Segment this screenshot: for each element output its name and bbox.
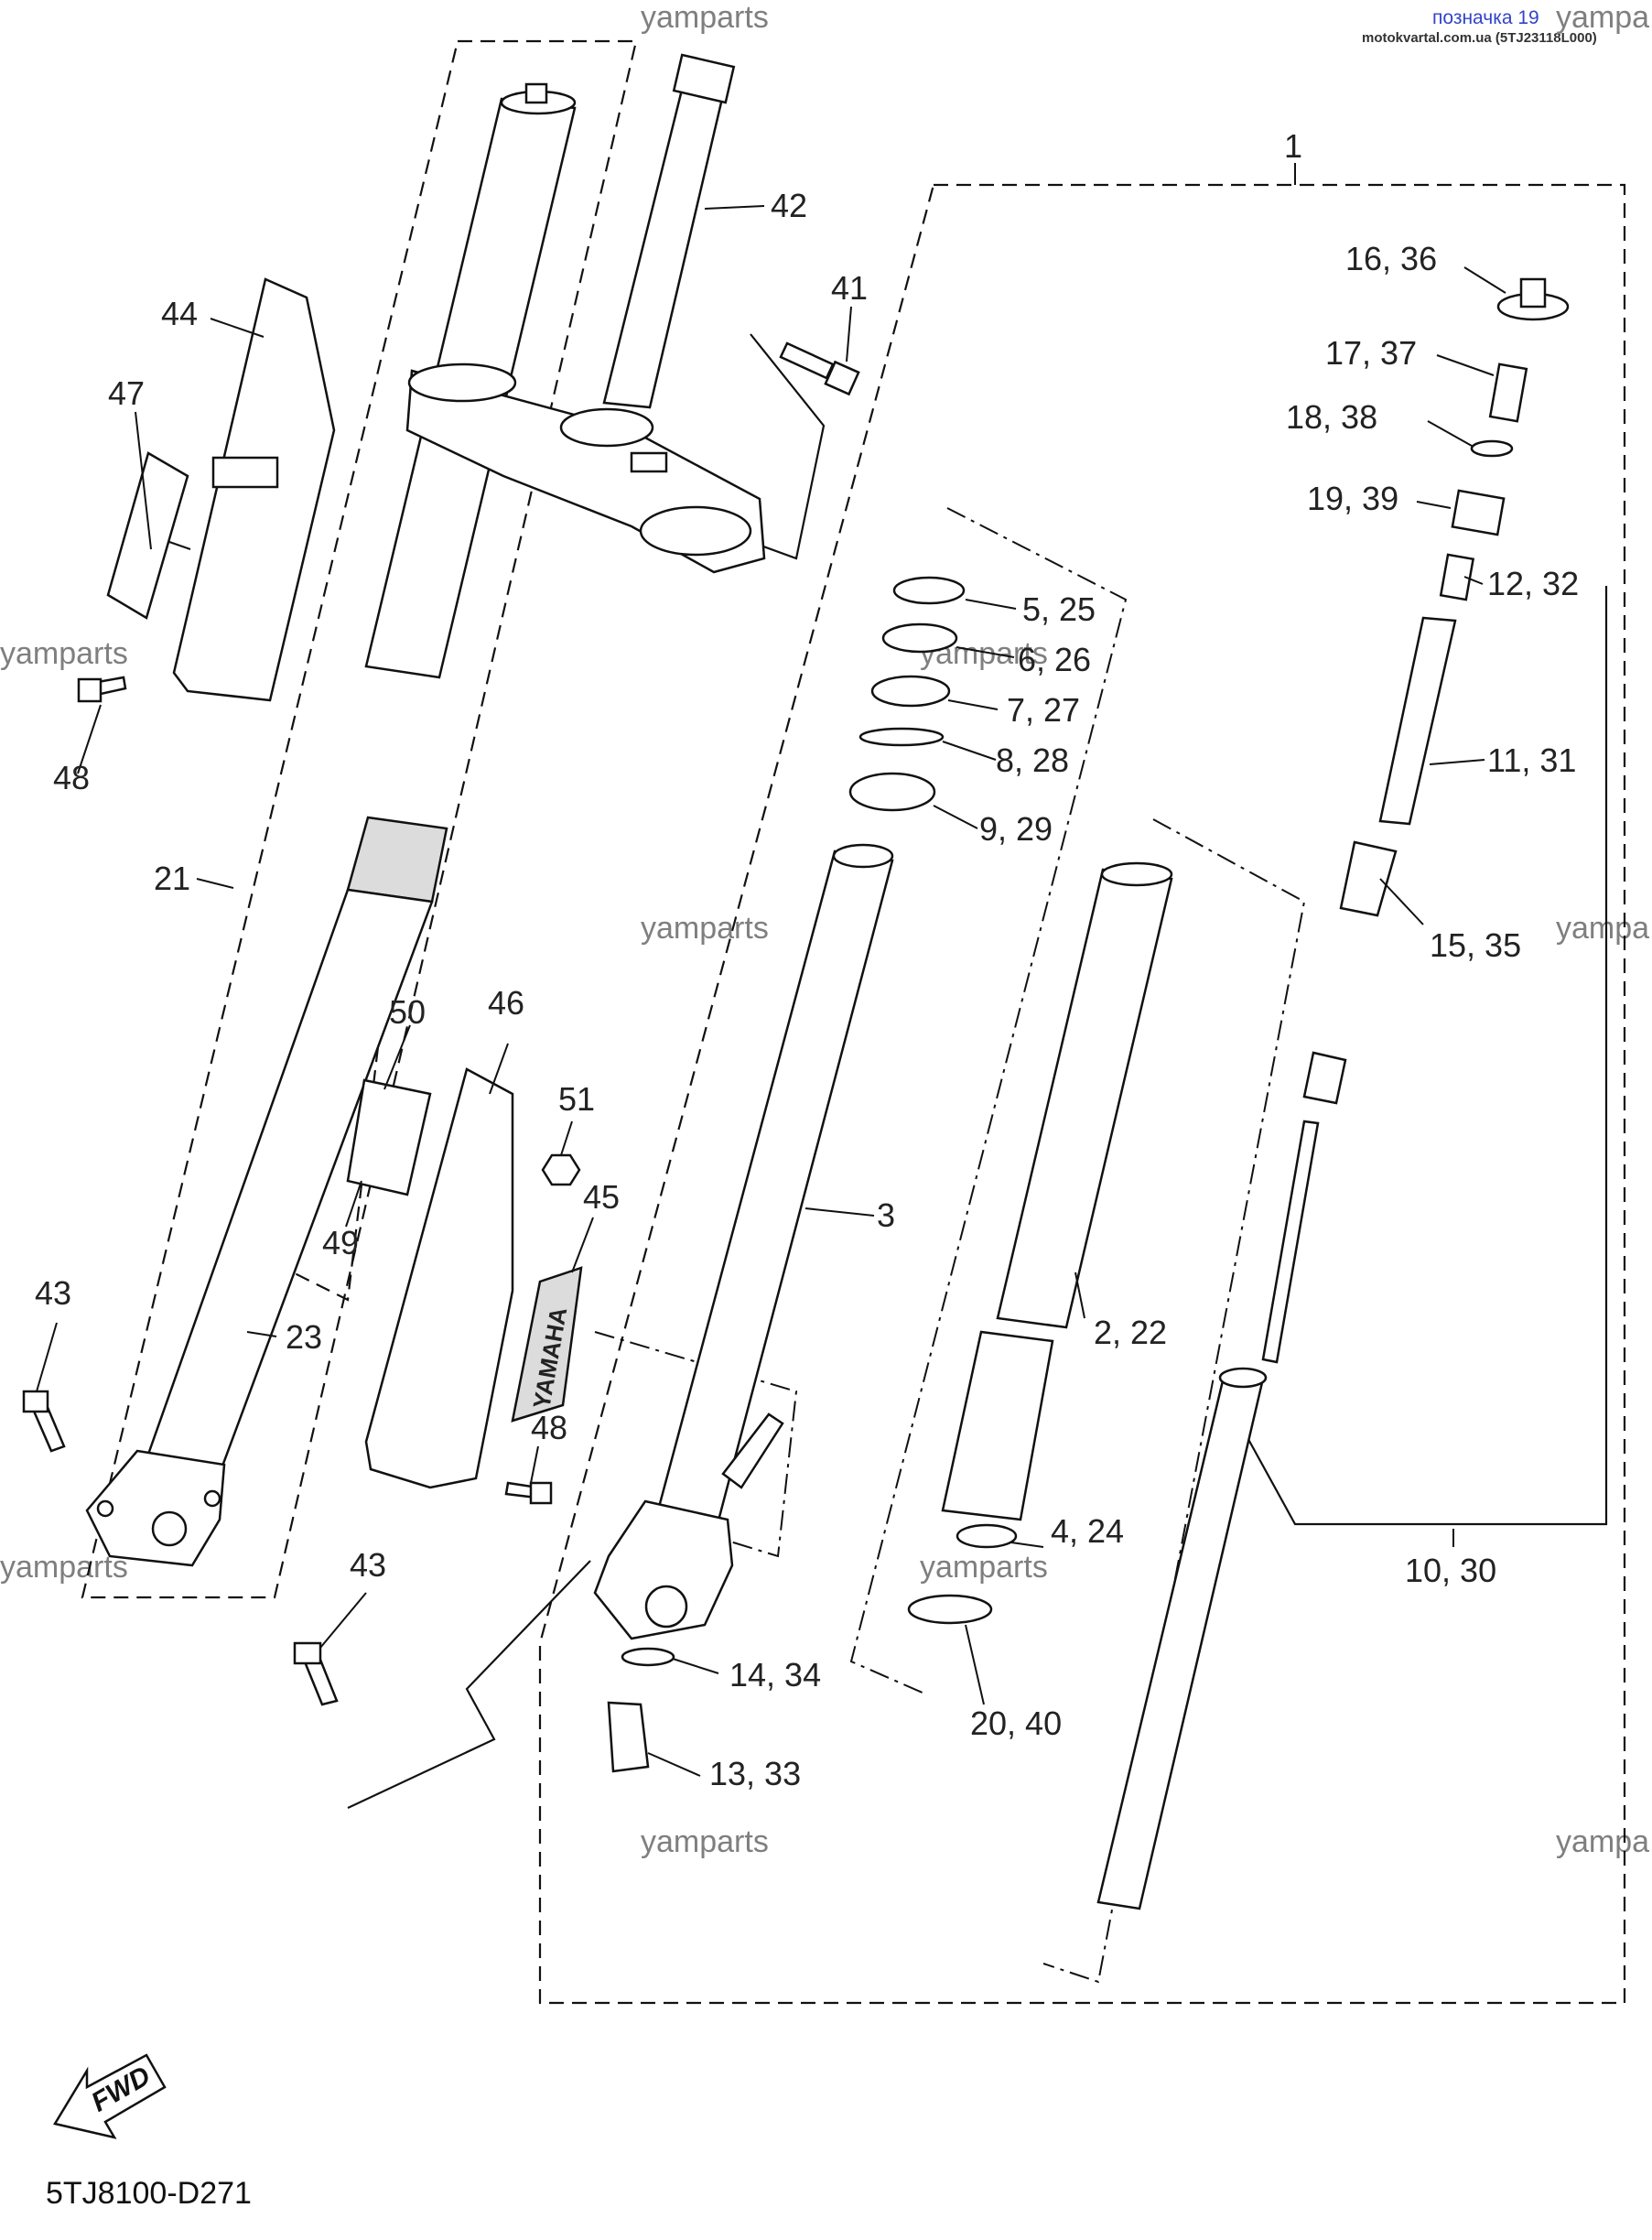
steering-stem xyxy=(602,53,736,409)
callout-6-26: 6, 26 xyxy=(1018,641,1091,678)
bolt-48-lower xyxy=(504,1481,553,1505)
watermark: yampa xyxy=(1556,911,1649,946)
spring-15b xyxy=(1302,1051,1347,1105)
callout-labels: 1 42 41 44 47 48 21 50 46 51 45 49 43 23… xyxy=(35,127,1579,1792)
bolt-48-upper xyxy=(77,676,127,703)
fork-assembly-frame xyxy=(538,183,1626,2005)
bracket-49-50 xyxy=(346,1078,432,1196)
yamaha-decal xyxy=(511,1266,583,1423)
washer-18 xyxy=(1470,439,1514,458)
callout-4-24: 4, 24 xyxy=(1051,1512,1124,1550)
spring-15 xyxy=(1339,840,1398,917)
header-link[interactable]: позначка 19 xyxy=(1432,7,1539,28)
callout-48: 48 xyxy=(53,759,90,796)
inner-tube-2 xyxy=(907,861,1173,1625)
diagram-code: 5TJ8100-D271 xyxy=(46,2176,252,2211)
callout-45: 45 xyxy=(583,1178,620,1216)
callout-1: 1 xyxy=(1284,127,1302,165)
callout-47: 47 xyxy=(108,374,145,412)
callout-12-32: 12, 32 xyxy=(1487,565,1579,602)
damper-rod-10-body xyxy=(1096,1371,1265,1910)
watermark: yamparts xyxy=(641,0,769,35)
callout-46: 46 xyxy=(488,984,524,1022)
center-axle-bracket xyxy=(593,1412,784,1640)
callout-8-28: 8, 28 xyxy=(996,741,1069,779)
fork-guard-lower: YAMAHA xyxy=(364,1067,583,1489)
collar-19 xyxy=(1451,489,1506,536)
callout-17-37: 17, 37 xyxy=(1325,334,1417,372)
watermark: yamparts xyxy=(641,911,769,946)
callout-3: 3 xyxy=(877,1196,895,1234)
callout-51: 51 xyxy=(558,1080,595,1118)
callout-48: 48 xyxy=(531,1409,567,1446)
callout-20-40: 20, 40 xyxy=(970,1704,1062,1742)
callout-23: 23 xyxy=(286,1318,322,1356)
callout-50: 50 xyxy=(389,993,426,1031)
watermark: yampa xyxy=(1556,0,1649,35)
dust-seal-9 xyxy=(848,772,936,812)
callout-43: 43 xyxy=(35,1274,71,1312)
bump-rubber-13 xyxy=(607,1701,650,1773)
callout-16-36: 16, 36 xyxy=(1345,240,1437,277)
bolt-43-center xyxy=(293,1641,339,1706)
watermarks: yamparts yampa yamparts yamparts yampart… xyxy=(0,0,1649,1859)
callout-15-35: 15, 35 xyxy=(1430,926,1521,964)
callout-44: 44 xyxy=(161,295,198,332)
header-source: motokvartal.com.ua (5TJ23118L000) xyxy=(1362,30,1597,46)
callout-18-38: 18, 38 xyxy=(1286,398,1377,436)
callout-49: 49 xyxy=(322,1224,359,1261)
callout-21: 21 xyxy=(154,860,190,897)
callout-9-29: 9, 29 xyxy=(979,810,1053,848)
bolt-43-left xyxy=(22,1390,66,1453)
watermark: yamparts xyxy=(641,1824,769,1859)
oil-seal-7 xyxy=(870,675,951,708)
tube-11 xyxy=(1378,616,1457,826)
callout-13-33: 13, 33 xyxy=(709,1755,801,1792)
bushing-5 xyxy=(892,576,966,605)
seal-stack xyxy=(848,576,966,812)
callout-43: 43 xyxy=(350,1546,386,1584)
collar-17 xyxy=(1488,363,1528,423)
callout-2-22: 2, 22 xyxy=(1094,1314,1167,1351)
callout-14-34: 14, 34 xyxy=(729,1656,821,1694)
callout-19-39: 19, 39 xyxy=(1307,480,1398,517)
leader-lines xyxy=(36,205,1506,1777)
callout-11-31: 11, 31 xyxy=(1487,741,1576,779)
damper-rod-10 xyxy=(1261,1120,1320,1364)
left-axle-bracket xyxy=(85,1449,226,1567)
callout-42: 42 xyxy=(771,187,807,224)
guard-plate-47 xyxy=(106,451,189,620)
callout-41: 41 xyxy=(831,269,868,307)
collar-12 xyxy=(1439,553,1475,601)
fork-guard-upper xyxy=(172,277,336,702)
callout-5-25: 5, 25 xyxy=(1022,590,1096,628)
callout-7-27: 7, 27 xyxy=(1007,691,1080,729)
watermark: yampa xyxy=(1556,1824,1649,1859)
watermark: yamparts xyxy=(0,1550,128,1585)
nut-51 xyxy=(541,1153,581,1186)
clamp-bolt xyxy=(779,341,860,396)
damper-parts xyxy=(1096,277,1570,1910)
lower-triple-clamp xyxy=(405,363,766,574)
left-fork-frame xyxy=(81,39,638,1599)
washer-6 xyxy=(881,622,958,654)
watermark: yamparts xyxy=(0,636,128,671)
callout-10-30: 10, 30 xyxy=(1405,1552,1496,1589)
clip-8 xyxy=(858,727,945,747)
fwd-arrow: FWD xyxy=(53,2053,167,2139)
watermark: yamparts xyxy=(920,1550,1048,1585)
washer-14 xyxy=(621,1647,675,1667)
